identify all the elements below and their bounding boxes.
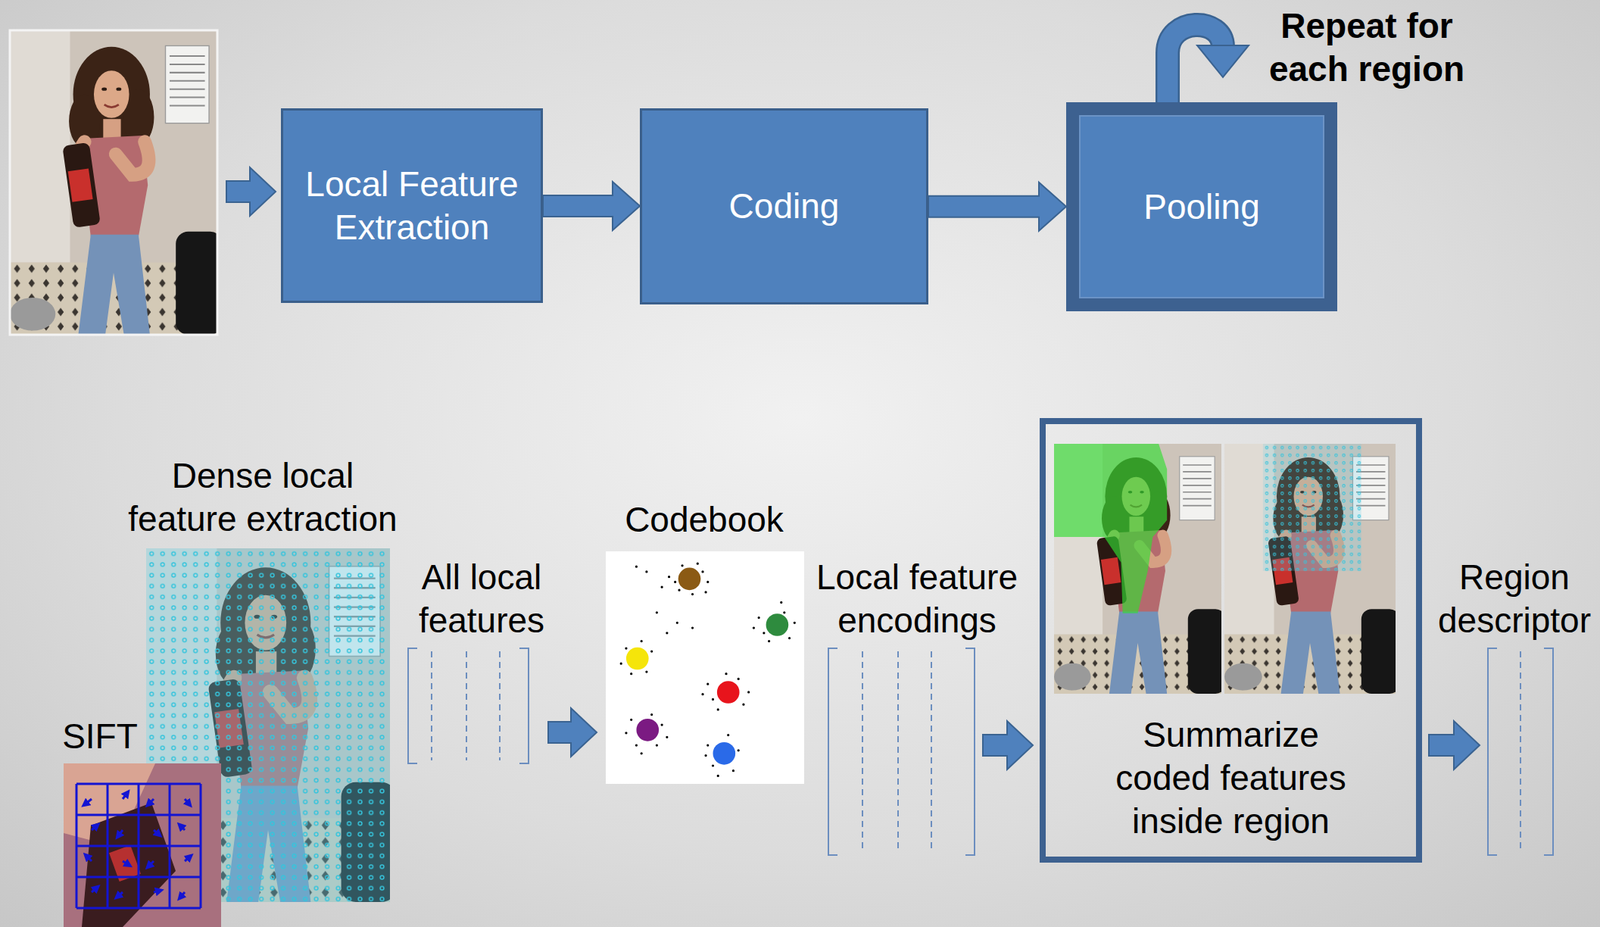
photo-frame <box>9 30 218 335</box>
region-photo <box>1224 443 1401 694</box>
sift-arrows <box>84 792 191 898</box>
patch-ground <box>63 763 222 927</box>
encoding-column <box>862 651 932 852</box>
region-grid <box>1263 443 1362 571</box>
sift-arrow <box>180 892 185 898</box>
sift-arrow <box>184 856 191 861</box>
sift-arrow <box>122 860 129 865</box>
sift-arrow <box>117 892 123 897</box>
descriptor-column <box>1519 651 1522 852</box>
pooling-box: Pooling <box>1066 102 1338 312</box>
process-box: Coding <box>639 108 929 305</box>
photo <box>1224 443 1401 694</box>
sift-arrow <box>118 829 123 836</box>
data-label: All local features <box>394 555 569 643</box>
codebook-label: Codebook <box>613 498 796 542</box>
photo <box>9 30 223 335</box>
bracket <box>828 648 975 855</box>
block-arrow <box>982 720 1033 770</box>
sift-arrow <box>91 887 97 893</box>
descriptor-name: SIFT <box>57 714 143 758</box>
feature-bracket <box>408 648 529 764</box>
region-box: Summarize coded features inside region <box>1039 417 1423 863</box>
codebook-plot <box>620 563 795 776</box>
block-arrow <box>548 707 597 757</box>
feature-tint <box>1263 443 1362 571</box>
sift-arrow <box>153 829 160 835</box>
region-photo <box>1054 443 1226 694</box>
process-box: Local Feature Extraction <box>280 108 543 303</box>
sift-arrow <box>153 890 160 893</box>
sift-patch <box>63 763 222 927</box>
sift-arrow <box>91 825 97 830</box>
codebook <box>605 551 805 784</box>
feature-column <box>431 651 500 761</box>
block-arrow <box>226 167 276 216</box>
node-text: Coding <box>655 184 914 228</box>
node-text: Pooling <box>1088 185 1316 229</box>
repeat-arrow-head <box>1197 45 1249 78</box>
step-label: Dense local feature extraction <box>115 454 411 541</box>
encoding-bracket <box>828 648 975 855</box>
sift-arrow <box>148 798 154 805</box>
repeat-note: Repeat for each region <box>1256 4 1477 91</box>
block-arrow <box>1428 720 1480 770</box>
codeword <box>712 742 736 765</box>
input-photo <box>9 30 223 335</box>
sift-arrow <box>180 825 185 830</box>
flow-arrow <box>542 181 640 231</box>
data-label: Local feature encodings <box>803 555 1031 643</box>
codeword <box>636 718 659 742</box>
node-text: Summarize coded features inside region <box>1102 713 1360 843</box>
bracket <box>408 648 529 764</box>
codeword <box>717 680 740 704</box>
codeword <box>766 613 790 637</box>
feature-points <box>620 563 795 776</box>
sift-arrow <box>122 792 128 799</box>
descriptor-bracket <box>1487 648 1554 855</box>
flow-arrow <box>928 182 1067 231</box>
output-label: Region descriptor <box>1434 555 1595 643</box>
codeword <box>678 567 702 591</box>
bracket <box>1487 648 1554 855</box>
photo <box>1054 443 1226 694</box>
sift-grid <box>76 783 201 908</box>
sift-arrow <box>148 860 154 867</box>
node-text: Local Feature Extraction <box>292 162 532 250</box>
codebook-panel <box>605 551 805 784</box>
sift-arrow <box>86 855 92 861</box>
codeword <box>626 647 649 671</box>
region-mask <box>1054 443 1167 614</box>
sift-arrow <box>184 798 190 805</box>
sift-arrow <box>84 798 92 805</box>
